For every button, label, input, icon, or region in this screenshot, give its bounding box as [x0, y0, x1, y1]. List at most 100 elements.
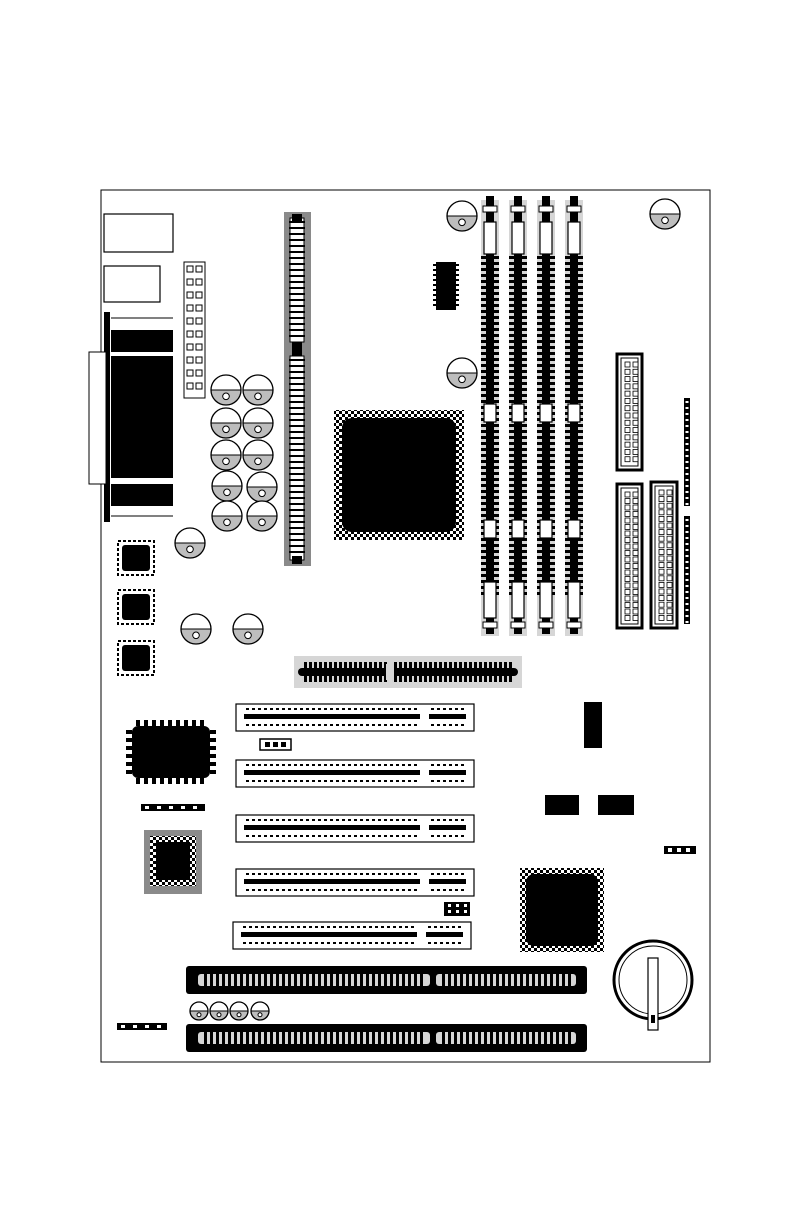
- isa-contact: [300, 1031, 303, 1045]
- isa-contact: [508, 973, 511, 987]
- isa-contact: [282, 973, 285, 987]
- isa-contact: [276, 1031, 279, 1045]
- isa-contact: [216, 1031, 219, 1045]
- isa-contact: [490, 1031, 493, 1045]
- capacitor: [247, 501, 277, 531]
- isa-contact: [472, 1031, 475, 1045]
- capacitor: [190, 1002, 208, 1020]
- isa-contact: [466, 1031, 469, 1045]
- agp-contact: [474, 662, 477, 682]
- pci-slot: [236, 815, 474, 842]
- isa-contact: [414, 973, 417, 987]
- agp-contact: [354, 662, 357, 682]
- agp-contact: [479, 662, 482, 682]
- isa-contact: [550, 973, 553, 987]
- isa-contact: [342, 973, 345, 987]
- agp-contact: [394, 662, 397, 682]
- cmos-battery: [614, 941, 692, 1030]
- small-chip: [118, 641, 154, 675]
- power-pin: [196, 318, 202, 324]
- isa-contact: [532, 1031, 535, 1045]
- isa-contact: [282, 1031, 285, 1045]
- pin-header: [664, 846, 696, 854]
- agp-contact: [504, 662, 507, 682]
- isa-contact: [408, 1031, 411, 1045]
- pin-header: [141, 804, 205, 811]
- pci-slot: [236, 869, 474, 896]
- isa-contact: [312, 1031, 315, 1045]
- isa-contact: [246, 973, 249, 987]
- isa-contact: [496, 973, 499, 987]
- agp-contact: [379, 662, 382, 682]
- isa-contact: [258, 1031, 261, 1045]
- slot1-cpu-connector: [284, 212, 311, 566]
- power-pin: [196, 292, 202, 298]
- power-pin: [196, 344, 202, 350]
- power-pin: [187, 305, 193, 311]
- isa-contact: [288, 1031, 291, 1045]
- isa-contact: [288, 973, 291, 987]
- capacitor: [212, 501, 242, 531]
- isa-contact: [460, 1031, 463, 1045]
- dimm-slot: [481, 196, 499, 636]
- isa-contact: [222, 973, 225, 987]
- isa-contact: [318, 1031, 321, 1045]
- agp-contact: [349, 662, 352, 682]
- dimm-slot: [537, 196, 555, 636]
- capacitors: [175, 199, 680, 1020]
- isa-contact: [568, 1031, 571, 1045]
- capacitor: [251, 1002, 269, 1020]
- jumper: [260, 739, 291, 750]
- ide-connectors: [617, 354, 677, 628]
- power-pin: [187, 266, 193, 272]
- usb-port: [104, 266, 160, 302]
- pci-slot: [236, 760, 474, 787]
- isa-contact: [294, 973, 297, 987]
- isa-contact: [484, 1031, 487, 1045]
- isa-contact: [466, 973, 469, 987]
- isa-contact: [532, 973, 535, 987]
- isa-contact: [402, 973, 405, 987]
- isa-contact: [556, 1031, 559, 1045]
- socketed-chip: [144, 830, 202, 894]
- isa-contact: [204, 1031, 207, 1045]
- isa-contact: [324, 1031, 327, 1045]
- isa-contact: [294, 1031, 297, 1045]
- isa-contact: [556, 973, 559, 987]
- isa-contact: [264, 1031, 267, 1045]
- isa-contact: [210, 1031, 213, 1045]
- isa-contact: [544, 973, 547, 987]
- pci-slot: [233, 922, 471, 949]
- capacitor: [211, 375, 241, 405]
- isa-contact: [252, 973, 255, 987]
- pci-slot: [236, 704, 474, 731]
- isa-contact: [240, 973, 243, 987]
- isa-contact: [448, 973, 451, 987]
- agp-contact: [419, 662, 422, 682]
- power-pin: [196, 383, 202, 389]
- isa-contact: [478, 1031, 481, 1045]
- southbridge-chip: [520, 868, 604, 952]
- agp-contact: [329, 662, 332, 682]
- isa-contact: [348, 1031, 351, 1045]
- isa-contact: [484, 973, 487, 987]
- isa-contact: [342, 1031, 345, 1045]
- capacitor: [211, 440, 241, 470]
- capacitor: [175, 528, 205, 558]
- agp-contact: [434, 662, 437, 682]
- isa-contact: [396, 1031, 399, 1045]
- isa-contact: [312, 973, 315, 987]
- isa-contact: [354, 973, 357, 987]
- isa-contact: [514, 973, 517, 987]
- isa-contact: [478, 973, 481, 987]
- isa-contact: [490, 973, 493, 987]
- isa-contact: [234, 1031, 237, 1045]
- floppy-connector: [617, 354, 642, 470]
- isa-contact: [246, 1031, 249, 1045]
- isa-contact: [520, 1031, 523, 1045]
- northbridge-chip: [334, 410, 464, 540]
- power-pin: [196, 305, 202, 311]
- isa-contact: [372, 973, 375, 987]
- agp-contact: [344, 662, 347, 682]
- agp-contact: [339, 662, 342, 682]
